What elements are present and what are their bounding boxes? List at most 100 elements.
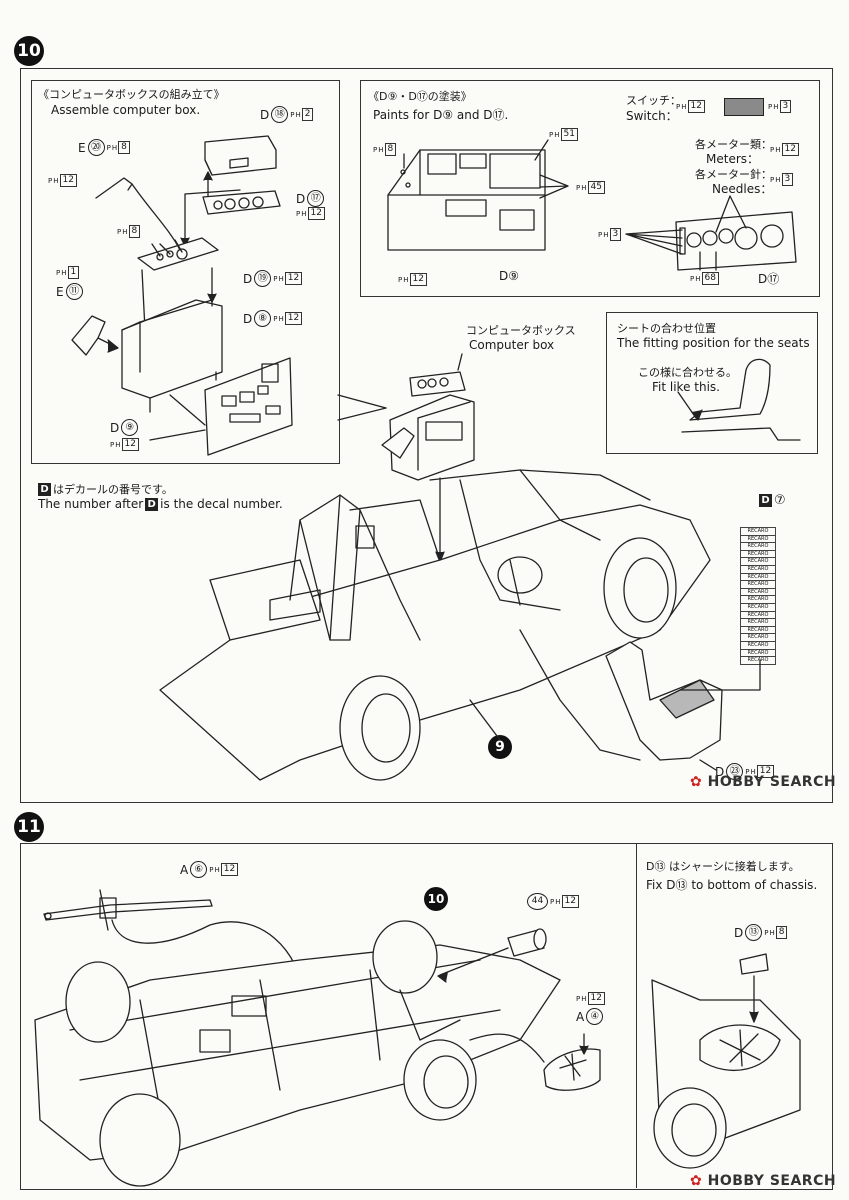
- seat-position-panel: [606, 312, 818, 454]
- recaro-decal: RECARO: [740, 649, 776, 658]
- drawing-e20-lever: [95, 177, 181, 251]
- drawing-a4-disc: [543, 1048, 601, 1091]
- step-11-number: 11: [14, 812, 44, 842]
- drawing-main-chassis: [34, 920, 561, 1187]
- recaro-decal: RECARO: [740, 527, 776, 536]
- drawing-d17-panel: [202, 190, 281, 215]
- ref-step-10-badge: 10: [424, 887, 448, 911]
- drawing-paint-d17-gauge: [675, 211, 797, 271]
- assemble-title-jp: 《コンピュータボックスの組み立て》: [38, 88, 225, 101]
- recaro-decal: RECARO: [740, 558, 776, 566]
- recaro-decal: RECARO: [740, 535, 776, 544]
- step-11-divider: [636, 843, 638, 1188]
- step-10-frame: [20, 68, 833, 803]
- decal-d-mark: D: [38, 482, 51, 496]
- drawing-e11-bracket: [71, 315, 119, 356]
- recaro-decal: RECARO: [740, 596, 776, 604]
- needles-jp: 各メーター針：: [695, 168, 772, 181]
- recaro-decal: RECARO: [740, 619, 776, 627]
- seat-position-jp: シートの合わせ位置: [617, 322, 716, 335]
- computer-box-jp: コンピュータボックス: [466, 324, 576, 337]
- step-10-number: 10: [14, 36, 44, 66]
- step-11-frame: [20, 843, 833, 1190]
- computer-box-en: Computer box: [469, 338, 555, 352]
- switch-color-swatch: [724, 98, 764, 116]
- fix-note-en: Fix D⑬ to bottom of chassis.: [646, 878, 818, 892]
- drawing-d8-box: [121, 299, 223, 413]
- recaro-decal: RECARO: [740, 581, 776, 589]
- drawing-seat-inset: [677, 358, 801, 441]
- drawing-inset-chassis: [651, 953, 801, 1169]
- meters-en: Meters：: [706, 152, 760, 166]
- seat-hint-jp: この様に合わせる。: [638, 366, 737, 379]
- meters-jp: 各メーター類：: [695, 138, 772, 151]
- paint-d17: D⑰: [758, 272, 780, 286]
- recaro-decal: RECARO: [740, 565, 776, 574]
- switch-jp: スイッチ：: [626, 94, 681, 107]
- recaro-decal: RECARO: [740, 550, 776, 559]
- paints-title-jp: 《D⑨・D⑰の塗装》: [368, 90, 472, 103]
- paint-d9: D⑨: [499, 269, 519, 283]
- drawing-d9-panel: [204, 357, 293, 456]
- recaro-decal: RECARO: [740, 634, 776, 642]
- recaro-decal: RECARO: [740, 611, 776, 620]
- needles-en: Needles：: [712, 182, 773, 196]
- drawing-a6-shaft: [43, 889, 213, 931]
- drawing-part-44-cylinder: [507, 928, 547, 957]
- seat-hint-en: Fit like this.: [652, 380, 720, 394]
- switch-en: Switch：: [626, 109, 678, 123]
- recaro-decal: RECARO: [740, 603, 776, 612]
- drawing-d18-cover: [204, 135, 277, 176]
- recaro-decal: RECARO: [740, 543, 776, 551]
- recaro-decal: RECARO: [740, 588, 776, 597]
- drawing-seat-d23: [605, 641, 723, 761]
- assemble-title-en: Assemble computer box.: [51, 103, 201, 117]
- recaro-decal: RECARO: [740, 626, 776, 635]
- fix-note-jp: D⑬ はシャーシに接着します。: [646, 860, 800, 873]
- recaro-decal: RECARO: [740, 657, 776, 665]
- recaro-decal: RECARO: [740, 573, 776, 582]
- watermark-top: ✿ HOBBY SEARCH: [690, 774, 837, 790]
- drawing-computer-box: [381, 371, 475, 481]
- drawing-car-body: [159, 469, 711, 781]
- drawing-d19-switchplate: [137, 237, 219, 271]
- drawing-paint-d9-box: [387, 149, 546, 251]
- seat-position-en: The fitting position for the seats: [617, 336, 810, 350]
- recaro-decal: RECARO: [740, 641, 776, 650]
- paints-title-en: Paints for D⑨ and D⑰.: [373, 108, 509, 122]
- watermark-bottom: ✿ HOBBY SEARCH: [690, 1173, 837, 1189]
